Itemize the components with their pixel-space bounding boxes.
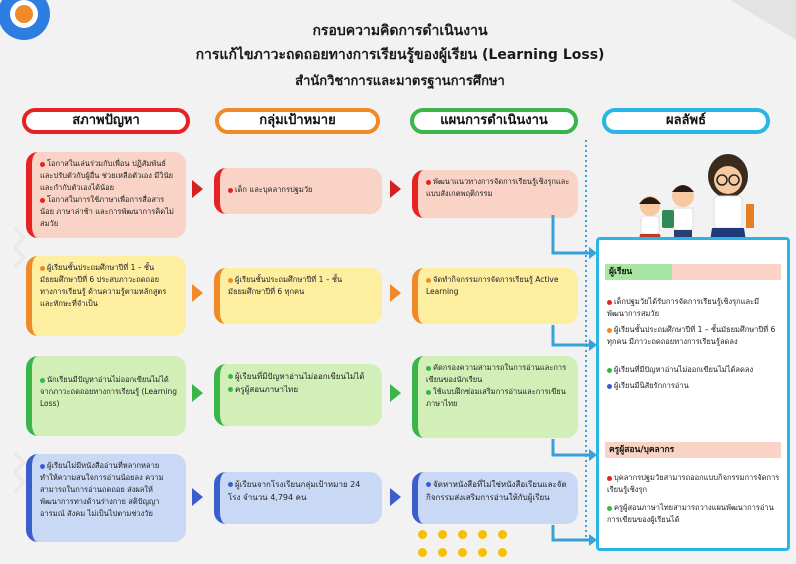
list-item: โอกาสในการใช้ภาษาเพื่อการสื่อสารน้อย ภาษ… [40, 195, 174, 228]
list-item: โอกาสในเล่นร่วมกับเพื่อน ปฏิสัมพันธ์และป… [40, 159, 173, 192]
list-item: คัดกรองความสามารถในการอ่านและการเขียนของ… [426, 363, 567, 384]
arrow-right [390, 180, 401, 198]
dot-decoration [498, 548, 507, 557]
result-item: ครูผู้สอนภาษาไทยสามารถวางแผนพัฒนาการอ่าน… [607, 503, 774, 524]
corner-decoration [730, 0, 796, 40]
list-item: ผู้เรียนจากโรงเรียนกลุ่มเป้าหมาย 24 โรง … [228, 480, 361, 502]
dot-decoration [458, 548, 467, 557]
header-plan: แผนการดำเนินงาน [410, 108, 578, 134]
list-item: เด็ก และบุคลากรปฐมวัย [228, 184, 374, 196]
target-box-1: เด็ก และบุคลากรปฐมวัย [214, 168, 382, 214]
arrow-right [192, 284, 203, 302]
plan-box-3: คัดกรองความสามารถในการอ่านและการเขียนของ… [412, 356, 578, 438]
dot-decoration [498, 530, 507, 539]
header-problem: สภาพปัญหา [22, 108, 190, 134]
chevron-decoration [4, 246, 27, 269]
list-item: ผู้เรียนไม่มีหนังสืออ่านที่หลากหลาย ทำให… [40, 461, 164, 518]
problem-box-4: ผู้เรียนไม่มีหนังสืออ่านที่หลากหลาย ทำให… [26, 454, 186, 542]
list-item: ครูผู้สอนภาษาไทย [228, 383, 374, 396]
teachers-heading: ครูผู้สอน/บุคลากร [605, 442, 781, 458]
result-connectors [551, 215, 597, 546]
list-item: จัดหาหนังสือที่ไม่ใช่หนังสือเรียนและจัดก… [426, 480, 567, 502]
list-item: ผู้เรียนชั้นประถมศึกษาปีที่ 1 – ชั้นมัธย… [228, 275, 343, 296]
problem-box-2: ผู้เรียนชั้นประถมศึกษาปีที่ 1 – ชั้นมัธย… [26, 256, 186, 336]
result-panel: ผู้เรียน เด็กปฐมวัยได้รับการจัดการเรียนร… [596, 237, 790, 551]
arrow-right [192, 180, 203, 198]
result-item: ผู้เรียนมีนิสัยรักการอ่าน [607, 380, 783, 392]
chevron-decoration [4, 471, 27, 494]
arrow-right [192, 384, 203, 402]
dot-decoration [438, 548, 447, 557]
result-item: ผู้เรียนที่มีปัญหาอ่านไม่ออกเขียนไม่ได้ล… [607, 364, 783, 376]
students-heading: ผู้เรียน [605, 264, 781, 280]
arrow-right [390, 284, 401, 302]
dot-decoration [458, 530, 467, 539]
plan-box-1: พัฒนาแนวทางการจัดการเรียนรู้เชิงรุกและแบ… [412, 170, 578, 218]
dot-decoration [418, 548, 427, 557]
dot-decoration [478, 530, 487, 539]
list-item: พัฒนาแนวทางการจัดการเรียนรู้เชิงรุกและแบ… [426, 177, 570, 198]
target-box-2: ผู้เรียนชั้นประถมศึกษาปีที่ 1 – ชั้นมัธย… [214, 268, 382, 324]
dotted-connector [585, 140, 587, 540]
title-line-2: การแก้ไขภาวะถดถอยทางการเรียนรู้ของผู้เรี… [195, 47, 605, 63]
dot-decoration [478, 548, 487, 557]
ring-decoration [0, 0, 50, 40]
chevron-decoration [4, 451, 27, 474]
header-target: กลุ่มเป้าหมาย [215, 108, 380, 134]
arrow-right [390, 488, 401, 506]
dot-decoration [418, 530, 427, 539]
result-item: เด็กปฐมวัยได้รับการจัดการเรียนรู้เชิงรุก… [607, 297, 760, 318]
problem-box-1: โอกาสในเล่นร่วมกับเพื่อน ปฏิสัมพันธ์และป… [26, 152, 186, 238]
target-box-4: ผู้เรียนจากโรงเรียนกลุ่มเป้าหมาย 24 โรง … [214, 472, 382, 524]
dot-decoration [438, 530, 447, 539]
plan-box-2: จัดทำกิจกรรมการจัดการเรียนรู้ Active Lea… [412, 268, 578, 324]
result-item: ผู้เรียนชั้นประถมศึกษาปีที่ 1 – ชั้นมัธย… [607, 325, 776, 346]
arrow-right [390, 384, 401, 402]
arrow-right [192, 488, 203, 506]
list-item: นักเรียนมีปัญหาอ่านไม่ออกเขียนไม่ได้ จาก… [40, 375, 178, 408]
list-item: จัดทำกิจกรรมการจัดการเรียนรู้ Active Lea… [426, 275, 559, 296]
list-item: ผู้เรียนชั้นประถมศึกษาปีที่ 1 – ชั้นมัธย… [40, 263, 167, 308]
problem-box-3: นักเรียนมีปัญหาอ่านไม่ออกเขียนไม่ได้ จาก… [26, 356, 186, 436]
target-box-3: ผู้เรียนที่มีปัญหาอ่านไม่ออกเขียนไม่ได้ … [214, 364, 382, 426]
list-item: ผู้เรียนที่มีปัญหาอ่านไม่ออกเขียนไม่ได้ [228, 370, 374, 383]
header-result: ผลลัพธ์ [602, 108, 770, 134]
chevron-decoration [4, 226, 27, 249]
title-line-1: กรอบความคิดการดำเนินงาน [312, 23, 488, 39]
plan-box-4: จัดหาหนังสือที่ไม่ใช่หนังสือเรียนและจัดก… [412, 472, 578, 524]
list-item: ใช้แบบฝึกซ่อมเสริมการอ่านและการเขียนภาษา… [426, 387, 566, 408]
title-line-3: สำนักวิชาการและมาตรฐานการศึกษา [295, 74, 505, 89]
result-item: บุคลากรปฐมวัยสามารถออกแบบกิจกรรมการจัดกา… [607, 473, 780, 494]
